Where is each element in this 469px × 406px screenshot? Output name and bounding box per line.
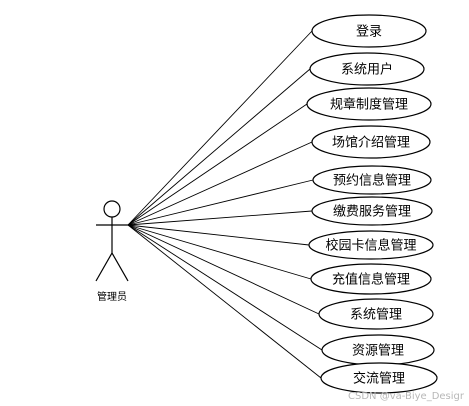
use-case-11: 交流管理 [320,362,438,394]
association-line [127,224,322,379]
watermark: CSDN @va-Biye_Desigr [348,391,465,402]
use-case-5: 预约信息管理 [312,165,432,195]
use-case-1: 登录 [311,14,427,48]
use-case-label: 资源管理 [352,344,404,359]
actor-right-leg [111,252,129,282]
use-case-label: 系统管理 [350,308,402,323]
association-line [127,210,313,226]
use-case-label: 规章制度管理 [330,97,408,113]
use-case-2: 系统用户 [309,52,425,86]
use-cases: 登录系统用户规章制度管理场馆介绍管理预约信息管理缴费服务管理校园卡信息管理充值信… [306,14,438,394]
association-line [127,30,313,226]
use-case-9: 系统管理 [318,298,434,330]
use-case-ellipse [311,196,433,226]
association-line [127,224,320,315]
actor-name: 管理员 [97,290,127,303]
association-line [127,224,323,351]
use-case-ellipse [311,14,427,48]
use-case-label: 充值信息管理 [332,272,410,288]
association-lines [127,30,323,379]
actor-head [103,200,121,218]
use-case-ellipse [309,52,425,86]
actor-administrator: 管理员 [95,200,129,303]
association-line [127,141,313,226]
use-case-ellipse [320,362,438,394]
association-line [127,224,312,280]
use-case-label: 校园卡信息管理 [325,238,416,254]
association-line [127,179,314,226]
actor-left-leg [95,252,113,282]
use-case-ellipse [306,87,432,121]
use-case-label: 交流管理 [353,371,405,387]
use-case-ellipse [310,263,432,295]
use-case-ellipse [312,165,432,195]
use-case-label: 场馆介绍管理 [332,136,410,151]
association-line [127,68,311,226]
use-case-4: 场馆介绍管理 [311,125,431,159]
use-case-label: 预约信息管理 [333,173,411,189]
association-line [127,224,310,246]
association-line [127,103,308,226]
use-case-label: 登录 [356,25,382,40]
use-case-ellipse [318,298,434,330]
use-case-10: 资源管理 [321,334,435,366]
use-case-3: 规章制度管理 [306,87,432,121]
use-case-6: 缴费服务管理 [311,196,433,226]
use-case-label: 系统用户 [341,62,393,78]
use-case-7: 校园卡信息管理 [308,230,434,260]
use-case-label: 缴费服务管理 [333,204,411,220]
use-case-ellipse [308,230,434,260]
use-case-8: 充值信息管理 [310,263,432,295]
use-case-ellipse [311,125,431,159]
